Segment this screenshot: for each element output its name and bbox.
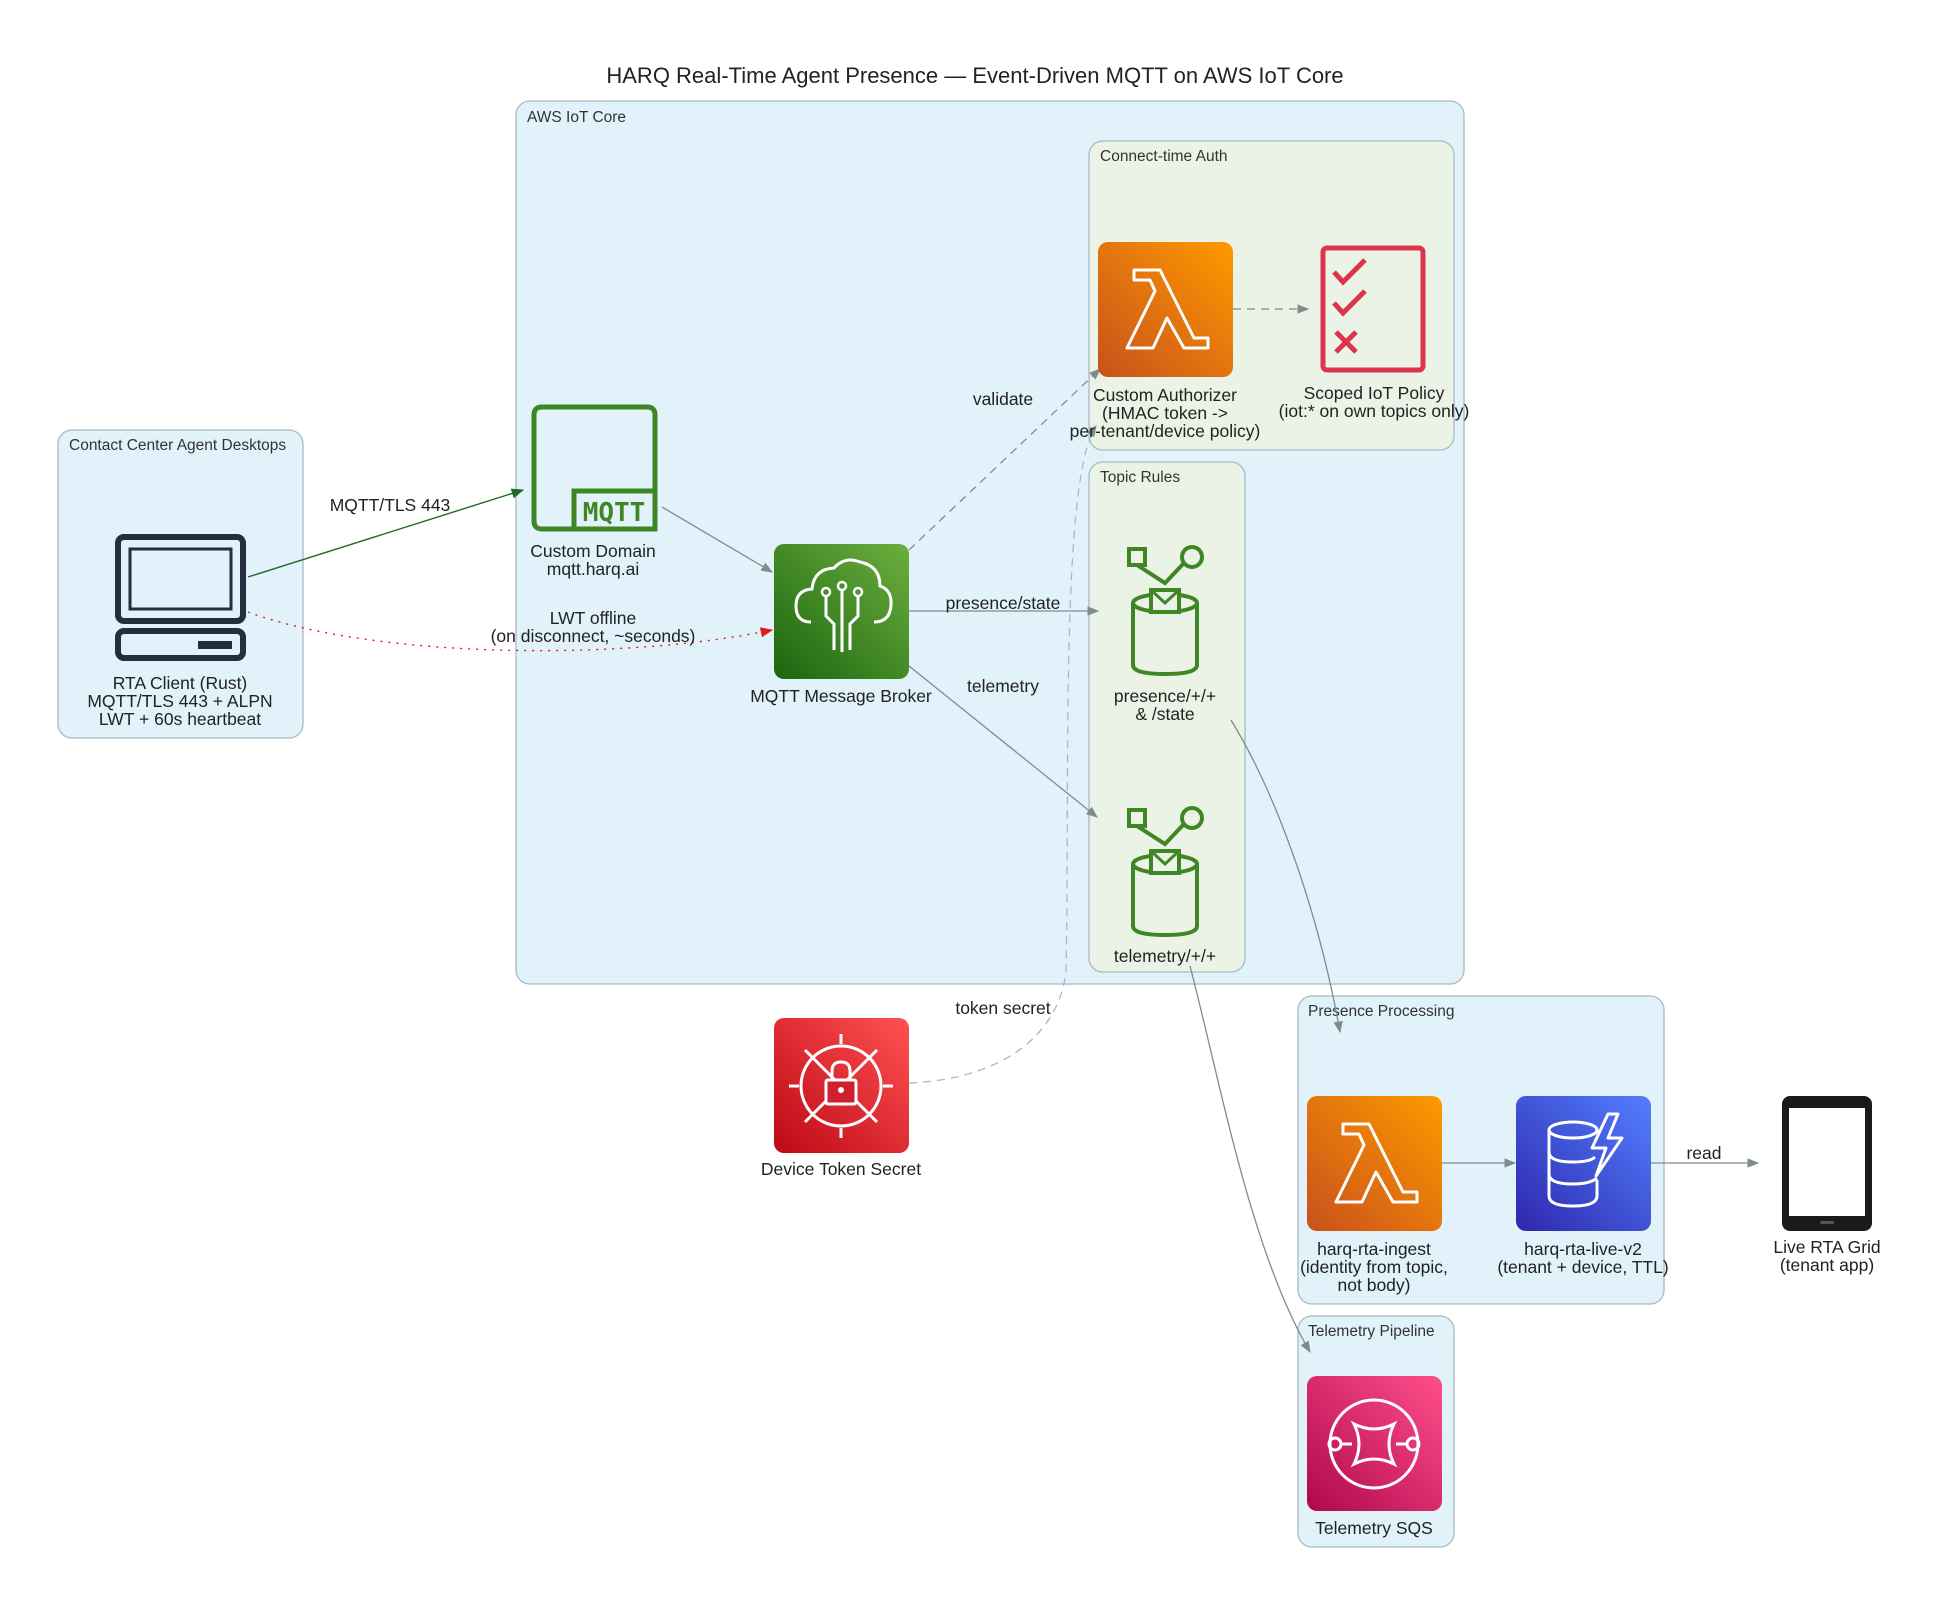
cluster-topic-rules: Topic Rules xyxy=(1088,461,1246,973)
policy-checklist-icon xyxy=(1320,245,1426,373)
lambda-icon xyxy=(1307,1096,1442,1231)
node-rta-client-label-1: RTA Client (Rust) xyxy=(113,673,248,693)
edge-label-token-secret: token secret xyxy=(955,998,1050,1018)
lambda-icon xyxy=(1098,242,1233,377)
cluster-agent-desktops-label: Contact Center Agent Desktops xyxy=(69,437,286,454)
cluster-aws-iot-core-label: AWS IoT Core xyxy=(527,109,626,126)
mqtt-icon: MQTT xyxy=(531,404,658,532)
node-custom-authorizer: Custom Authorizer (HMAC token -> per-ten… xyxy=(1070,242,1261,441)
edge-label-validate: validate xyxy=(973,389,1033,409)
node-scoped-iot-policy: Scoped IoT Policy (iot:* on own topics o… xyxy=(1279,245,1470,421)
node-custom-domain-label-1: Custom Domain xyxy=(530,541,655,561)
node-harq-rta-ingest: harq-rta-ingest (identity from topic, no… xyxy=(1300,1096,1448,1295)
secrets-manager-icon xyxy=(774,1018,909,1153)
edge-client-to-domain xyxy=(247,488,525,578)
node-mqtt-broker: MQTT Message Broker xyxy=(750,544,932,706)
node-custom-authorizer-label-1: Custom Authorizer xyxy=(1093,385,1237,405)
svg-text:MQTT: MQTT xyxy=(583,498,646,528)
node-telemetry-sqs: Telemetry SQS xyxy=(1307,1376,1442,1538)
node-harq-rta-live-v2-label-2: (tenant + device, TTL) xyxy=(1497,1257,1668,1277)
iot-core-icon xyxy=(774,544,909,679)
iot-topic-rule-icon xyxy=(1127,806,1204,938)
edge-label-presence-state: presence/state xyxy=(946,593,1061,613)
node-rta-client-label-2: MQTT/TLS 443 + ALPN xyxy=(87,691,272,711)
edge-label-lwt-line1: LWT offline xyxy=(550,608,637,628)
edge-label-read: read xyxy=(1686,1143,1721,1163)
node-device-token-secret: Device Token Secret xyxy=(761,1018,921,1179)
node-device-token-secret-label: Device Token Secret xyxy=(761,1159,921,1179)
edge-domain-to-broker xyxy=(661,506,774,573)
node-telemetry-topic-rule-label: telemetry/+/+ xyxy=(1114,946,1216,966)
edge-telemetry-rule-to-sqs xyxy=(1189,965,1311,1354)
node-custom-authorizer-label-3: per-tenant/device policy) xyxy=(1070,421,1261,441)
node-rta-client: RTA Client (Rust) MQTT/TLS 443 + ALPN LW… xyxy=(87,534,273,729)
cluster-topic-rules-label: Topic Rules xyxy=(1100,469,1180,486)
node-harq-rta-ingest-label-3: not body) xyxy=(1338,1275,1411,1295)
node-custom-domain: MQTT Custom Domain mqtt.harq.ai xyxy=(530,404,658,579)
edge-label-telemetry: telemetry xyxy=(967,676,1039,696)
node-scoped-iot-policy-label-2: (iot:* on own topics only) xyxy=(1279,401,1470,421)
node-harq-rta-ingest-label-1: harq-rta-ingest xyxy=(1317,1239,1431,1259)
sqs-icon xyxy=(1307,1376,1442,1511)
edge-label-lwt-line2: (on disconnect, ~seconds) xyxy=(491,626,696,646)
node-harq-rta-live-v2: harq-rta-live-v2 (tenant + device, TTL) xyxy=(1497,1096,1669,1277)
node-live-rta-grid: Live RTA Grid (tenant app) xyxy=(1773,1096,1881,1275)
edge-broker-to-telemetry-rule xyxy=(908,665,1098,818)
node-scoped-iot-policy-label-1: Scoped IoT Policy xyxy=(1304,383,1445,403)
edges xyxy=(247,304,1760,1354)
node-presence-topic-rule-label-1: presence/+/+ xyxy=(1114,686,1216,706)
node-custom-authorizer-label-2: (HMAC token -> xyxy=(1102,403,1228,423)
node-live-rta-grid-label-1: Live RTA Grid xyxy=(1773,1237,1880,1257)
cluster-agent-desktops: Contact Center Agent Desktops xyxy=(57,429,304,739)
node-telemetry-topic-rule: telemetry/+/+ xyxy=(1114,806,1216,966)
node-mqtt-broker-label: MQTT Message Broker xyxy=(750,686,932,706)
node-live-rta-grid-label-2: (tenant app) xyxy=(1780,1255,1874,1275)
edge-label-mqtt-tls: MQTT/TLS 443 xyxy=(330,495,451,515)
cluster-connect-time-auth-label: Connect-time Auth xyxy=(1100,148,1228,165)
diagram-title: HARQ Real-Time Agent Presence — Event-Dr… xyxy=(606,63,1343,88)
cluster-presence-processing-label: Presence Processing xyxy=(1308,1003,1454,1020)
tablet-icon xyxy=(1782,1096,1872,1231)
node-custom-domain-label-2: mqtt.harq.ai xyxy=(547,559,639,579)
desktop-client-icon xyxy=(115,534,246,661)
edge-broker-to-authorizer xyxy=(908,368,1101,551)
iot-topic-rule-icon xyxy=(1127,545,1204,677)
node-telemetry-sqs-label: Telemetry SQS xyxy=(1315,1518,1433,1538)
edge-presence-rule-to-ingest xyxy=(1230,719,1343,1034)
edge-secret-to-authorizer xyxy=(908,425,1097,1084)
node-harq-rta-live-v2-label-1: harq-rta-live-v2 xyxy=(1524,1239,1642,1259)
dynamodb-icon xyxy=(1516,1096,1651,1231)
node-harq-rta-ingest-label-2: (identity from topic, xyxy=(1300,1257,1448,1277)
node-rta-client-label-3: LWT + 60s heartbeat xyxy=(99,709,261,729)
cluster-telemetry-pipeline-label: Telemetry Pipeline xyxy=(1308,1323,1435,1340)
node-presence-topic-rule-label-2: & /state xyxy=(1135,704,1194,724)
node-presence-topic-rule: presence/+/+ & /state xyxy=(1114,545,1216,724)
